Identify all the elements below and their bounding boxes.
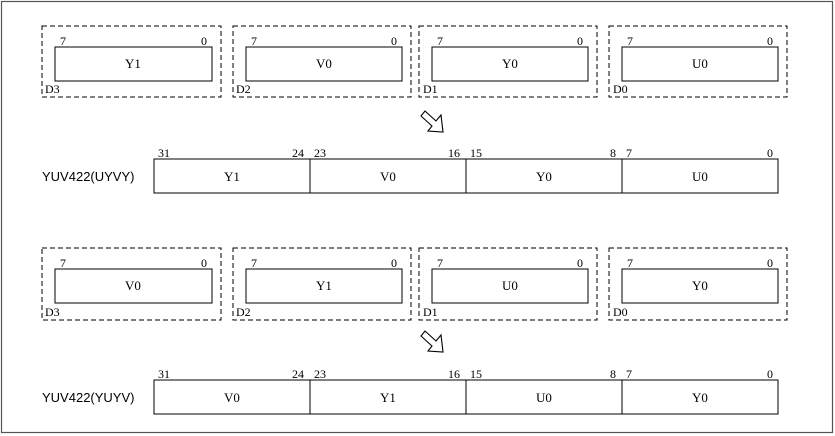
byte-register [621,268,779,304]
bit-high-label: 7 [627,34,633,48]
byte-box-d2: 7 0 Y1 D2 [232,247,412,321]
bit-low-label: 24 [292,367,304,381]
format-label: YUV422(YUYV) [42,390,134,405]
bit-high-label: 7 [626,367,632,381]
byte-register [245,46,403,82]
byte-register [431,46,589,82]
byte-tag-label: D0 [613,305,628,319]
bit-high-label: 31 [158,146,170,160]
bit-low-label: 0 [201,256,207,270]
word-field-2: 15 8 U0 [470,367,616,405]
word-field-label: U0 [692,169,708,184]
bit-low-label: 0 [391,34,397,48]
byte-tag-label: D0 [613,82,628,96]
bit-low-label: 0 [767,367,773,381]
byte-tag-label: D2 [236,305,251,319]
byte-field-label: Y0 [692,278,708,293]
byte-box-d0: 7 0 U0 D0 [608,25,788,98]
dashed-byte-frame [608,25,788,98]
format-label: YUV422(UYVY) [42,169,134,184]
byte-field-label: Y1 [125,56,141,71]
bit-high-label: 7 [626,146,632,160]
byte-box-d3: 7 0 Y1 D3 [41,25,222,98]
bit-low-label: 0 [201,34,207,48]
bit-low-label: 0 [767,146,773,160]
byte-tag-label: D3 [45,82,60,96]
byte-register [431,268,589,304]
bit-high-label: 7 [251,256,257,270]
byte-tag-label: D2 [236,82,251,96]
bit-high-label: 7 [60,256,66,270]
byte-box-d2: 7 0 V0 D2 [232,25,412,98]
word-field-label: Y1 [224,169,240,184]
bit-high-label: 23 [314,146,326,160]
word-field-0: 31 24 Y1 [158,146,304,184]
byte-tag-label: D1 [423,82,438,96]
word-field-label: U0 [536,390,552,405]
bit-high-label: 7 [251,34,257,48]
byte-field-label: U0 [502,278,518,293]
byte-field-label: Y0 [502,56,518,71]
byte-register [54,46,213,82]
bit-high-label: 31 [158,367,170,381]
bit-low-label: 0 [577,256,583,270]
dashed-byte-frame [418,247,598,321]
byte-tag-label: D1 [423,305,438,319]
bit-high-label: 15 [470,146,482,160]
byte-register [621,46,779,82]
word-field-2: 15 8 Y0 [470,146,616,184]
word-field-label: Y1 [380,390,396,405]
bit-high-label: 15 [470,367,482,381]
bit-low-label: 16 [448,146,460,160]
bit-low-label: 0 [767,34,773,48]
byte-box-d1: 7 0 Y0 D1 [418,25,598,98]
word-field-label: V0 [224,390,240,405]
bottom-group: 7 0 V0 D3 7 0 Y1 D2 7 0 U0 D1 7 [41,247,788,415]
bit-low-label: 0 [767,256,773,270]
word-field-label: Y0 [692,390,708,405]
word-field-label: Y0 [536,169,552,184]
byte-field-label: Y1 [316,278,332,293]
bit-low-label: 8 [610,367,616,381]
down-arrow-icon [420,330,444,353]
dashed-byte-frame [608,247,788,321]
dashed-byte-frame [418,25,598,98]
word-field-1: 23 16 Y1 [314,367,460,405]
bit-high-label: 7 [627,256,633,270]
down-arrow-icon [420,110,444,133]
byte-field-label: V0 [125,278,141,293]
byte-register [54,268,213,304]
dashed-byte-frame [41,247,222,321]
word-register: 31 24 V0 23 16 Y1 15 8 U0 7 0 Y0 [153,367,779,415]
byte-field-label: V0 [316,56,332,71]
word-field-label: V0 [380,169,396,184]
bit-low-label: 24 [292,146,304,160]
bit-low-label: 16 [448,367,460,381]
byte-register [245,268,403,304]
byte-box-d0: 7 0 Y0 D0 [608,247,788,321]
bit-low-label: 0 [577,34,583,48]
bit-high-label: 7 [60,34,66,48]
byte-box-d1: 7 0 U0 D1 [418,247,598,321]
bit-high-label: 23 [314,367,326,381]
word-field-1: 23 16 V0 [314,146,460,184]
bit-high-label: 7 [437,256,443,270]
dashed-byte-frame [232,247,412,321]
word-field-3: 7 0 U0 [626,146,773,184]
byte-tag-label: D3 [45,305,60,319]
word-register: 31 24 Y1 23 16 V0 15 8 Y0 7 0 U0 [153,146,779,194]
bit-low-label: 8 [610,146,616,160]
bit-low-label: 0 [391,256,397,270]
word-field-3: 7 0 Y0 [626,367,773,405]
dashed-byte-frame [41,25,222,98]
byte-field-label: U0 [692,56,708,71]
word-field-0: 31 24 V0 [158,367,304,405]
byte-box-d3: 7 0 V0 D3 [41,247,222,321]
top-group: 7 0 Y1 D3 7 0 V0 D2 7 0 Y0 D1 7 [41,25,788,194]
bit-high-label: 7 [437,34,443,48]
dashed-byte-frame [232,25,412,98]
